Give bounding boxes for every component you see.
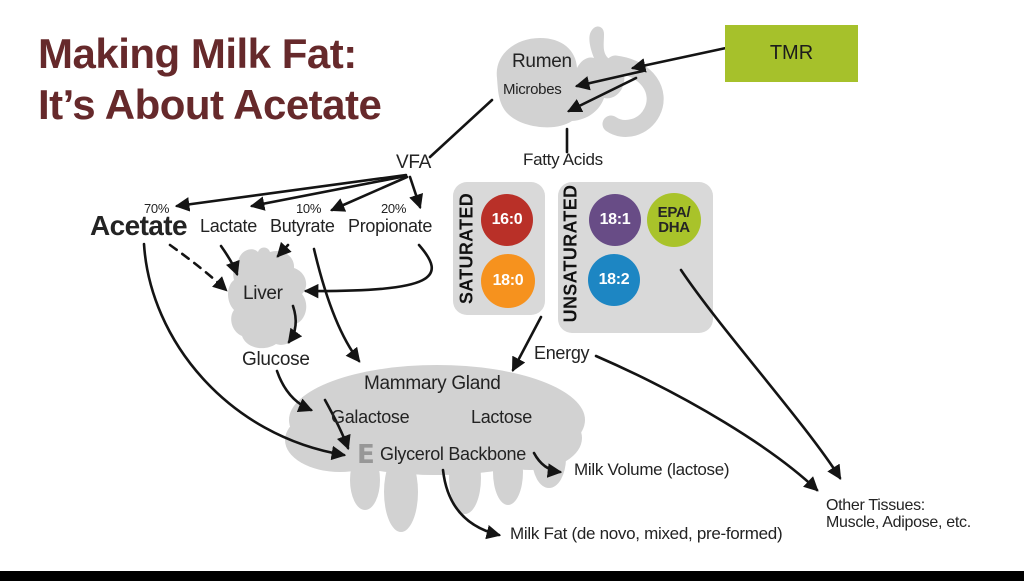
arrow-epa-to-other-tissues — [679, 268, 842, 480]
other-tissues-label: Other Tissues: Muscle, Adipose, etc. — [826, 497, 971, 531]
lactate-label: Lactate — [200, 216, 257, 236]
unsaturated-panel-label: UNSATURATED — [560, 184, 581, 323]
milk-volume-label: Milk Volume (lactose) — [574, 460, 730, 479]
fatty-acid-circle-16-0: 16:0 — [481, 194, 533, 246]
other-tissues-line2: Muscle, Adipose, etc. — [826, 514, 971, 531]
circle-16-0-label: 16:0 — [491, 211, 523, 228]
arrow-energy-to-other-tissues — [594, 354, 819, 492]
liver-label: Liver — [243, 283, 283, 304]
arrow-vfa-to-acetate — [174, 173, 408, 212]
liver-blob — [228, 247, 307, 349]
arrow-vfa-to-butyrate — [330, 175, 409, 212]
arrow-lactate-to-liver — [219, 244, 240, 277]
propionate-percent: 20% — [381, 201, 407, 216]
circle-18-2-label: 18:2 — [598, 271, 630, 288]
arrow-vfa-to-lactate — [249, 174, 408, 211]
other-tissues-line1: Other Tissues: — [826, 497, 925, 514]
circle-epa-label-line2: DHA — [658, 219, 690, 236]
galactose-label: Galactose — [331, 407, 410, 427]
slide-title: Making Milk Fat: It’s About Acetate — [38, 28, 382, 130]
microbes-label: Microbes — [503, 81, 562, 98]
fatty-acid-circle-18-0: 18:0 — [481, 254, 535, 308]
slide-title-line1: Making Milk Fat: — [38, 30, 357, 77]
arrow-acetate-to-liver-dashed — [168, 243, 228, 292]
fatty-acid-circle-epa-dha: EPA/ DHA — [647, 193, 701, 247]
circle-epa-label-line1: EPA/ — [657, 204, 691, 221]
fatty-acid-circle-18-2: 18:2 — [588, 254, 640, 306]
rumen-blob — [496, 26, 664, 137]
fatty-acid-circle-18-1: 18:1 — [589, 194, 641, 246]
vfa-label: VFA — [396, 152, 432, 173]
line-rumen-to-vfa — [428, 98, 494, 159]
circle-18-0-label: 18:0 — [492, 272, 524, 289]
slide-title-line2: It’s About Acetate — [38, 81, 382, 128]
arrow-tmr-to-rumen — [630, 46, 728, 73]
arrow-rumen-to-microbes — [574, 69, 645, 91]
acetate-label: Acetate — [90, 210, 188, 241]
arrow-gland-to-milk-fat — [441, 468, 502, 540]
arrow-propionate-to-liver — [303, 243, 434, 299]
glucose-label: Glucose — [242, 349, 310, 370]
lactose-label: Lactose — [471, 407, 532, 427]
acetate-percent: 70% — [144, 201, 170, 216]
slide-bottom-bar — [0, 571, 1024, 581]
tmr-label: TMR — [769, 42, 814, 64]
glycerol-backbone-label: Glycerol Backbone — [380, 444, 526, 464]
fatty-acids-label: Fatty Acids — [523, 150, 603, 169]
arrow-butyrate-to-liver — [276, 241, 292, 258]
arrow-galactose-to-glycerol — [323, 398, 351, 451]
e-logo-mark: E — [357, 440, 375, 470]
arrow-glucose-to-galactose — [275, 369, 314, 412]
arrow-liver-to-glucose — [287, 304, 303, 344]
rumen-label: Rumen — [512, 51, 572, 72]
arrow-rumen-to-bottom — [567, 76, 638, 113]
propionate-label: Propionate — [348, 216, 433, 236]
arrow-acetate-to-glycerol — [142, 242, 347, 461]
energy-label: Energy — [534, 343, 590, 363]
milk-fat-label: Milk Fat (de novo, mixed, pre-formed) — [510, 524, 783, 543]
circle-18-1-label: 18:1 — [599, 211, 631, 228]
butyrate-label: Butyrate — [270, 216, 335, 236]
saturated-panel-label: SATURATED — [456, 192, 477, 305]
arrow-butyrate-to-mammary — [312, 247, 361, 363]
arrow-glycerol-to-milk-volume — [532, 451, 563, 478]
arrow-panels-to-mammary — [511, 315, 543, 372]
mammary-gland-label: Mammary Gland — [364, 373, 501, 394]
butyrate-percent: 10% — [296, 201, 322, 216]
arrow-vfa-to-propionate — [408, 175, 423, 210]
tmr-box: TMR — [725, 25, 858, 82]
